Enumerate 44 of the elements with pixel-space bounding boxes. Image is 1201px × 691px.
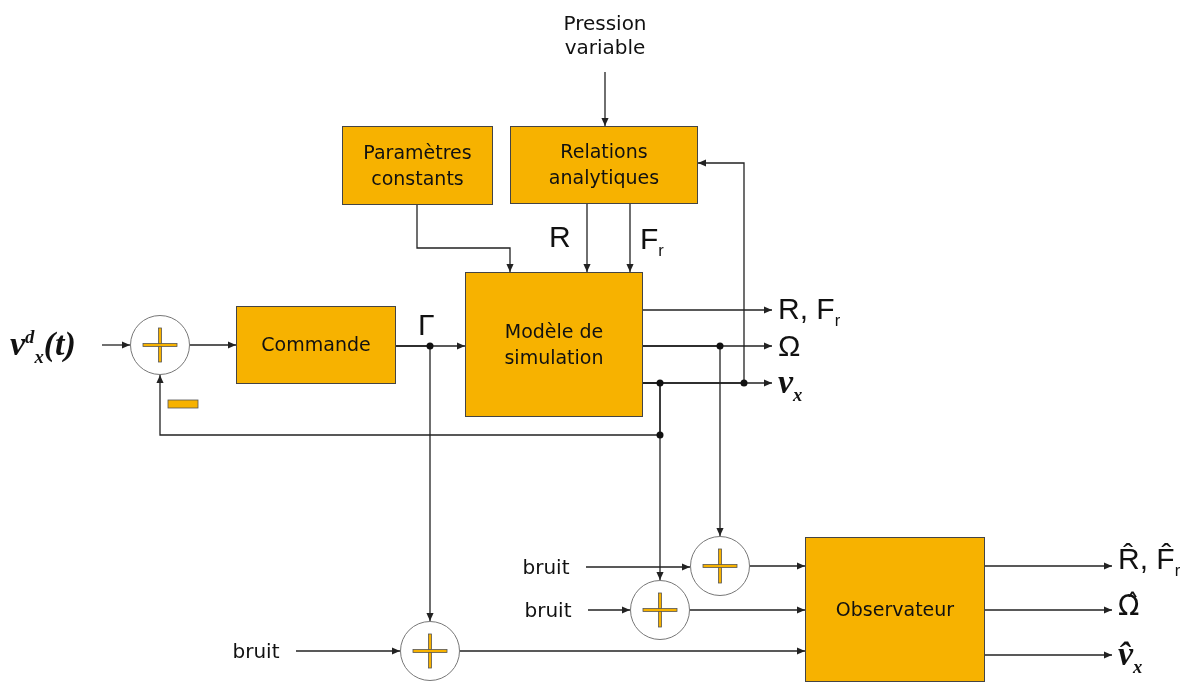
signal-label: R̂, F̂$_{r}$	[1118, 542, 1181, 580]
block-label: Paramètres constants	[362, 139, 473, 191]
arrow	[689, 606, 806, 614]
process-box	[510, 126, 698, 204]
process-box	[805, 537, 985, 682]
input-label: bruit	[232, 639, 280, 663]
input-label: bruit	[522, 555, 570, 579]
summing-junction	[400, 621, 460, 681]
block-label: Relations analytiques	[547, 139, 661, 190]
process-box	[236, 306, 396, 384]
arrow	[295, 647, 401, 655]
process-box	[342, 126, 493, 205]
summing-junction	[630, 580, 690, 640]
signal-label: Ω	[778, 329, 801, 363]
arrow	[583, 203, 591, 273]
signal-label: Ω̂	[1118, 588, 1140, 622]
arrow	[642, 382, 664, 581]
block-label: Observateur	[835, 596, 955, 622]
arrow	[416, 204, 514, 273]
arrow	[585, 563, 691, 571]
arrow	[395, 345, 434, 622]
arrow	[626, 203, 634, 273]
input-label: bruit	[524, 598, 572, 622]
arrow	[984, 562, 1113, 570]
arrow	[601, 71, 609, 127]
block-label: Modèle de simulation	[503, 318, 605, 370]
signal-label: R, F$_{r}$	[778, 292, 841, 330]
arrow	[101, 341, 131, 349]
arrow	[984, 606, 1113, 614]
signal-label: v$^{d}$$_{x}$(t)	[10, 324, 76, 368]
signal-label: v$_{x}$	[778, 362, 803, 406]
arrow	[642, 306, 773, 314]
block-label: Commande	[261, 332, 371, 358]
arrow	[189, 341, 237, 349]
arrow	[642, 345, 724, 537]
arrow	[749, 562, 806, 570]
arrow	[587, 606, 631, 614]
summing-junction	[690, 536, 750, 596]
arrow	[984, 651, 1113, 659]
signal-label: v̂$_{x}$	[1118, 634, 1143, 678]
summing-junction	[130, 315, 190, 375]
input-label: Pression variable	[562, 11, 648, 59]
process-box	[465, 272, 643, 417]
arrow	[459, 647, 806, 655]
